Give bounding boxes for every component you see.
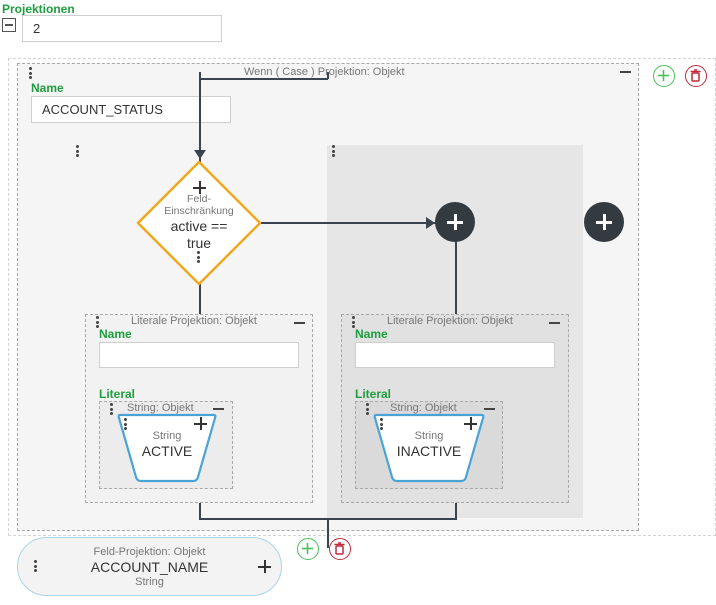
add-condition-button[interactable] — [435, 202, 475, 242]
plus-icon[interactable] — [258, 560, 271, 573]
collapse-icon[interactable] — [2, 18, 16, 32]
case-name-label: Name — [31, 81, 64, 95]
kebab-menu-icon[interactable] — [380, 418, 384, 432]
plus-icon[interactable] — [194, 417, 207, 430]
field-projection-value: ACCOUNT_NAME — [90, 559, 209, 575]
string-value-true: ACTIVE — [141, 443, 193, 459]
condition-expression-2: true — [186, 235, 212, 251]
plus-icon[interactable] — [464, 417, 477, 430]
delete-icon — [334, 542, 345, 555]
kebab-menu-icon[interactable] — [332, 145, 336, 159]
connector-top-horizontal — [199, 78, 328, 80]
connector-condition-right — [260, 222, 438, 224]
connector-top-stub — [327, 72, 329, 79]
field-projection-pill[interactable] — [17, 537, 282, 596]
arrow-right-icon — [426, 217, 435, 229]
kebab-menu-icon[interactable] — [366, 403, 370, 417]
add-branch-button[interactable] — [584, 202, 624, 242]
literal-name-input-true[interactable] — [99, 342, 299, 368]
condition-expression-1: active == — [170, 218, 228, 234]
condition-caption-1: Feld- — [187, 193, 211, 205]
connector-true-bottom — [199, 502, 201, 519]
case-projection-caption: Wenn ( Case ) Projektion: Objekt — [244, 66, 405, 78]
string-caption-true: String: Objekt — [127, 402, 194, 414]
add-icon — [658, 70, 669, 81]
projections-count-input[interactable]: 2 — [22, 15, 222, 42]
delete-icon — [690, 69, 701, 82]
add-icon — [302, 543, 313, 554]
string-caption-else: String: Objekt — [390, 402, 457, 414]
string-type-true: String — [152, 430, 182, 442]
connector-else-down — [455, 240, 457, 315]
kebab-menu-icon[interactable] — [34, 560, 38, 574]
kebab-menu-icon[interactable] — [352, 316, 356, 330]
arrow-down-icon — [194, 150, 206, 159]
kebab-menu-icon[interactable] — [197, 251, 201, 265]
connector-true-down — [199, 284, 201, 315]
collapse-literal-else-icon[interactable] — [549, 322, 560, 324]
kebab-menu-icon[interactable] — [76, 145, 80, 159]
case-name-input[interactable]: ACCOUNT_STATUS — [31, 96, 231, 123]
projections-label: Projektionen — [2, 2, 75, 16]
plus-icon[interactable] — [193, 181, 206, 194]
literal-name-label-else: Name — [355, 327, 388, 341]
field-projection-type: String — [135, 576, 164, 588]
literal-caption-true: Literale Projektion: Objekt — [131, 315, 257, 327]
connector-merge-down — [327, 518, 329, 548]
collapse-string-else-icon[interactable] — [484, 408, 495, 410]
collapse-case-icon[interactable] — [620, 71, 631, 73]
add-projection-button[interactable] — [653, 65, 675, 87]
kebab-menu-icon[interactable] — [29, 67, 33, 81]
literal-name-input-else[interactable] — [355, 342, 555, 368]
literal-label-true: Literal — [99, 387, 136, 401]
string-value-else: INACTIVE — [396, 443, 462, 459]
string-value-shape-true[interactable] — [116, 413, 218, 483]
condition-caption-2: Einschränkung — [164, 205, 234, 217]
kebab-menu-icon[interactable] — [96, 316, 100, 330]
string-value-shape-else[interactable] — [372, 413, 486, 483]
delete-projection-button[interactable] — [685, 65, 707, 87]
string-type-else: String — [414, 430, 444, 442]
literal-caption-else: Literale Projektion: Objekt — [387, 315, 513, 327]
condition-diamond[interactable] — [136, 160, 262, 286]
literal-label-else: Literal — [355, 387, 392, 401]
add-field-projection-button[interactable] — [297, 538, 319, 560]
delete-field-projection-button[interactable] — [329, 538, 351, 560]
connector-else-bottom — [455, 502, 457, 519]
connector-top — [199, 72, 201, 162]
kebab-menu-icon[interactable] — [124, 418, 128, 432]
literal-name-label-true: Name — [99, 327, 132, 341]
kebab-menu-icon[interactable] — [110, 403, 114, 417]
collapse-string-true-icon[interactable] — [213, 408, 224, 410]
collapse-literal-true-icon[interactable] — [294, 322, 305, 324]
field-projection-caption: Feld-Projektion: Objekt — [93, 546, 206, 558]
